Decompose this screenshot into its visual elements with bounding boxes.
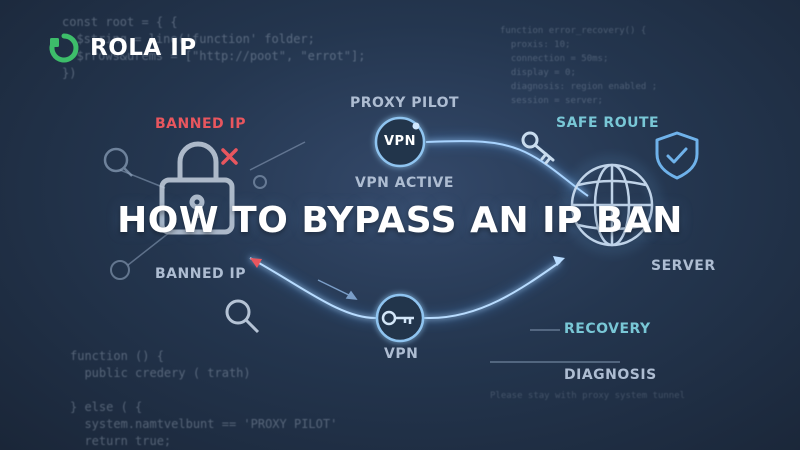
x-mark-icon (221, 148, 238, 165)
label-vpn-bottom: VPN (384, 346, 419, 362)
key-node-icon (375, 293, 425, 343)
route-right-lines (490, 329, 620, 363)
label-vpn-active: VPN ACTIVE (355, 175, 454, 191)
label-recovery: RECOVERY (564, 321, 651, 337)
route-dashed (317, 279, 358, 300)
label-banned-ip-top: BANNED IP (155, 116, 246, 132)
code-background-left: const root = { { $string = line('functio… (62, 15, 366, 80)
padlock-icon (159, 141, 235, 235)
label-vpn-node: VPN (384, 134, 416, 149)
rola-ring-logo-icon (49, 33, 79, 63)
label-banned-ip-bottom: BANNED IP (155, 266, 246, 282)
magnifier-icon (103, 147, 133, 177)
code-background-left-bottom: function () { public credery ( trath) } … (70, 349, 338, 448)
left-node-icons (110, 175, 267, 280)
route-bottom (248, 255, 565, 321)
key-icon (521, 131, 555, 165)
label-server: SERVER (651, 258, 716, 274)
label-safe-route: SAFE ROUTE (556, 115, 660, 131)
code-background-right: function error_recovery() { proxis: 10; … (500, 26, 658, 106)
route-top (425, 138, 590, 199)
globe-icon (566, 159, 658, 251)
arrowhead-left (250, 258, 262, 268)
shield-check-icon (655, 131, 699, 180)
label-proxy-pilot: PROXY PILOT (350, 95, 460, 111)
headline: HOW TO BYPASS AN IP BAN (117, 200, 683, 241)
code-background-right-bottom: Please stay with proxy system tunnel (490, 391, 686, 401)
magnifier-icon-bottom (225, 299, 260, 334)
vpn-node-icon (374, 116, 426, 168)
brand[interactable]: ROLA IP (48, 32, 197, 64)
brand-name: ROLA IP (90, 35, 197, 61)
label-diagnosis: DIAGNOSIS (564, 367, 657, 383)
arrowhead-right (553, 256, 565, 266)
